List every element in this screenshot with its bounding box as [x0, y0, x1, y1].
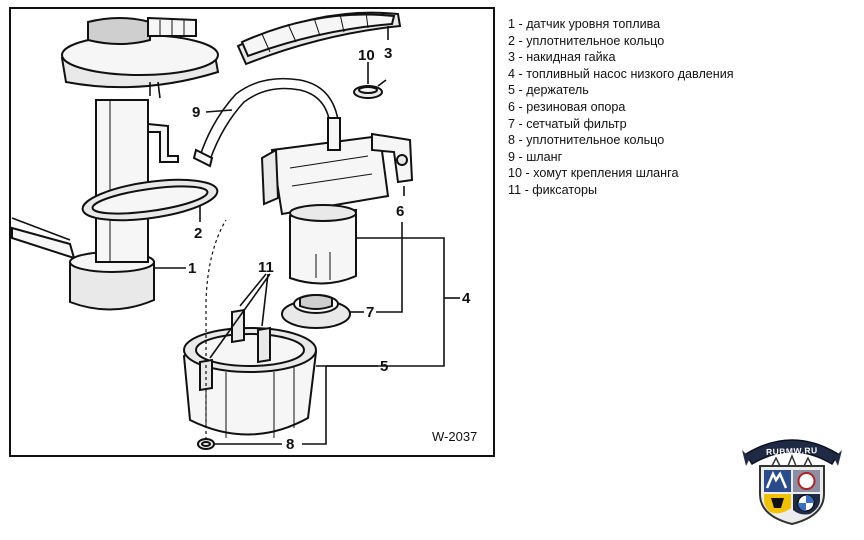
legend-item: 4 - топливный насос низкого давления [508, 66, 734, 81]
legend-item: 11 - фиксаторы [508, 182, 598, 197]
part-union-nut [236, 11, 402, 66]
part-mesh-filter [281, 294, 351, 329]
callout-1: 1 [188, 260, 196, 277]
callout-9: 9 [192, 104, 200, 121]
legend-item: 10 - хомут крепления шланга [508, 166, 679, 181]
parts-legend: 1 - датчик уровня топлива 2 - уплотнител… [508, 16, 848, 199]
figure-code: W-2037 [432, 429, 477, 444]
callout-6: 6 [396, 203, 404, 220]
legend-item: 6 - резиновая опора [508, 99, 626, 114]
part-hose [192, 77, 339, 168]
callout-4: 4 [462, 290, 471, 307]
assembly-axis [205, 219, 227, 440]
callout-10: 10 [358, 47, 375, 64]
callout-8: 8 [286, 436, 294, 453]
leader-lines [154, 26, 460, 445]
callout-11: 11 [258, 259, 274, 276]
legend-item: 2 - уплотнительное кольцо [508, 33, 665, 48]
legend-item: 1 - датчик уровня топлива [508, 17, 661, 31]
legend-item: 3 - накидная гайка [508, 50, 616, 65]
legend-item: 8 - уплотнительное кольцо [508, 133, 665, 148]
callout-2: 2 [194, 225, 202, 242]
diagram-frame [9, 7, 495, 457]
callout-5: 5 [380, 358, 388, 375]
callout-7: 7 [366, 304, 374, 321]
legend-item: 7 - сетчатый фильтр [508, 116, 627, 131]
part-rubber-support [371, 132, 414, 184]
badge-quadrant-m [764, 470, 791, 492]
callout-3: 3 [384, 45, 392, 62]
legend-item: 9 - шланг [508, 149, 563, 164]
part-o-ring-upper [81, 178, 219, 222]
part-o-ring-lower [197, 438, 215, 450]
badge-text: RUBMW.RU [766, 445, 818, 457]
watermark-logo: RUBMW.RU [742, 439, 842, 526]
part-hose-clamp [353, 79, 387, 99]
part-holder [182, 308, 318, 438]
part-fuel-pump [260, 117, 390, 285]
legend-item: 5 - держатель [508, 83, 589, 98]
